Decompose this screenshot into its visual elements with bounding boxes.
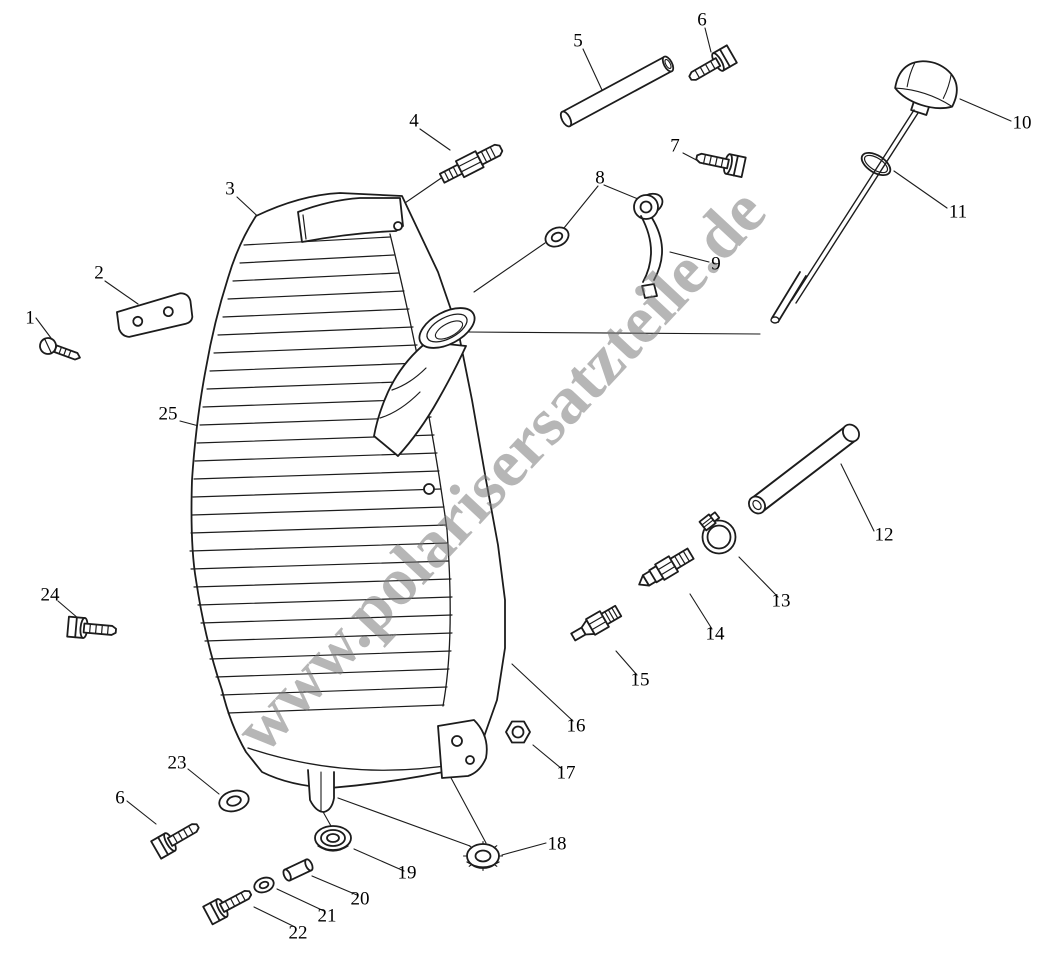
callout-18-17: 18 — [547, 833, 567, 855]
callout-24-24: 24 — [40, 584, 60, 606]
callout-6-23: 6 — [115, 787, 125, 809]
plug-18 — [462, 840, 504, 872]
callout-5-4: 5 — [573, 30, 583, 52]
mounting-bracket-2 — [116, 292, 194, 338]
callout-21-20: 21 — [317, 905, 337, 927]
washer-21 — [253, 876, 275, 894]
callout-23-22: 23 — [167, 752, 187, 774]
callout-10-9: 10 — [1012, 112, 1032, 134]
callout-14-13: 14 — [705, 623, 725, 645]
callout-16-15: 16 — [566, 715, 586, 737]
hose-12 — [748, 423, 860, 515]
filler-flange — [297, 197, 404, 243]
washer-23 — [218, 789, 250, 813]
mounting-tab — [437, 719, 488, 779]
callout-1-0: 1 — [25, 307, 35, 329]
callout-7-6: 7 — [670, 135, 680, 157]
nut-17 — [505, 720, 531, 744]
tube-5 — [559, 55, 675, 128]
callout-9-8: 9 — [711, 253, 721, 275]
callout-15-14: 15 — [630, 669, 650, 691]
bolt-22 — [202, 883, 256, 926]
spacer-20 — [282, 858, 314, 882]
callout-8-7: 8 — [595, 167, 605, 189]
callout-13-12: 13 — [771, 590, 791, 612]
callout-6-5: 6 — [697, 9, 707, 31]
callout-11-10: 11 — [948, 201, 968, 223]
leader-lines — [35, 27, 1012, 928]
oil-pipe-9 — [633, 194, 663, 299]
breather-fitting-4 — [438, 143, 504, 184]
barb-fitting-14 — [638, 547, 695, 587]
hose-clamp-13 — [698, 511, 737, 555]
callout-3-2: 3 — [225, 178, 235, 200]
callout-20-19: 20 — [350, 888, 370, 910]
tank-ribs — [189, 236, 453, 714]
flange-bolt-6-bottom — [150, 816, 204, 860]
callout-2-1: 2 — [94, 262, 104, 284]
grommet-19 — [314, 825, 352, 852]
o-ring-11 — [860, 151, 892, 177]
bolt-7 — [693, 146, 747, 179]
screw-1 — [39, 337, 81, 361]
dipstick-rod — [770, 109, 919, 324]
callout-22-21: 22 — [288, 922, 308, 944]
callout-17-16: 17 — [556, 762, 576, 784]
oil-tank — [189, 192, 506, 813]
callout-4-3: 4 — [409, 110, 419, 132]
callout-12-11: 12 — [874, 524, 894, 546]
dipstick-cap-10 — [894, 60, 958, 116]
elbow-fitting-15 — [570, 604, 623, 642]
callout-25-25: 25 — [158, 403, 178, 425]
callout-19-18: 19 — [397, 862, 417, 884]
bolt-24 — [66, 615, 118, 642]
filler-neck — [373, 307, 476, 457]
